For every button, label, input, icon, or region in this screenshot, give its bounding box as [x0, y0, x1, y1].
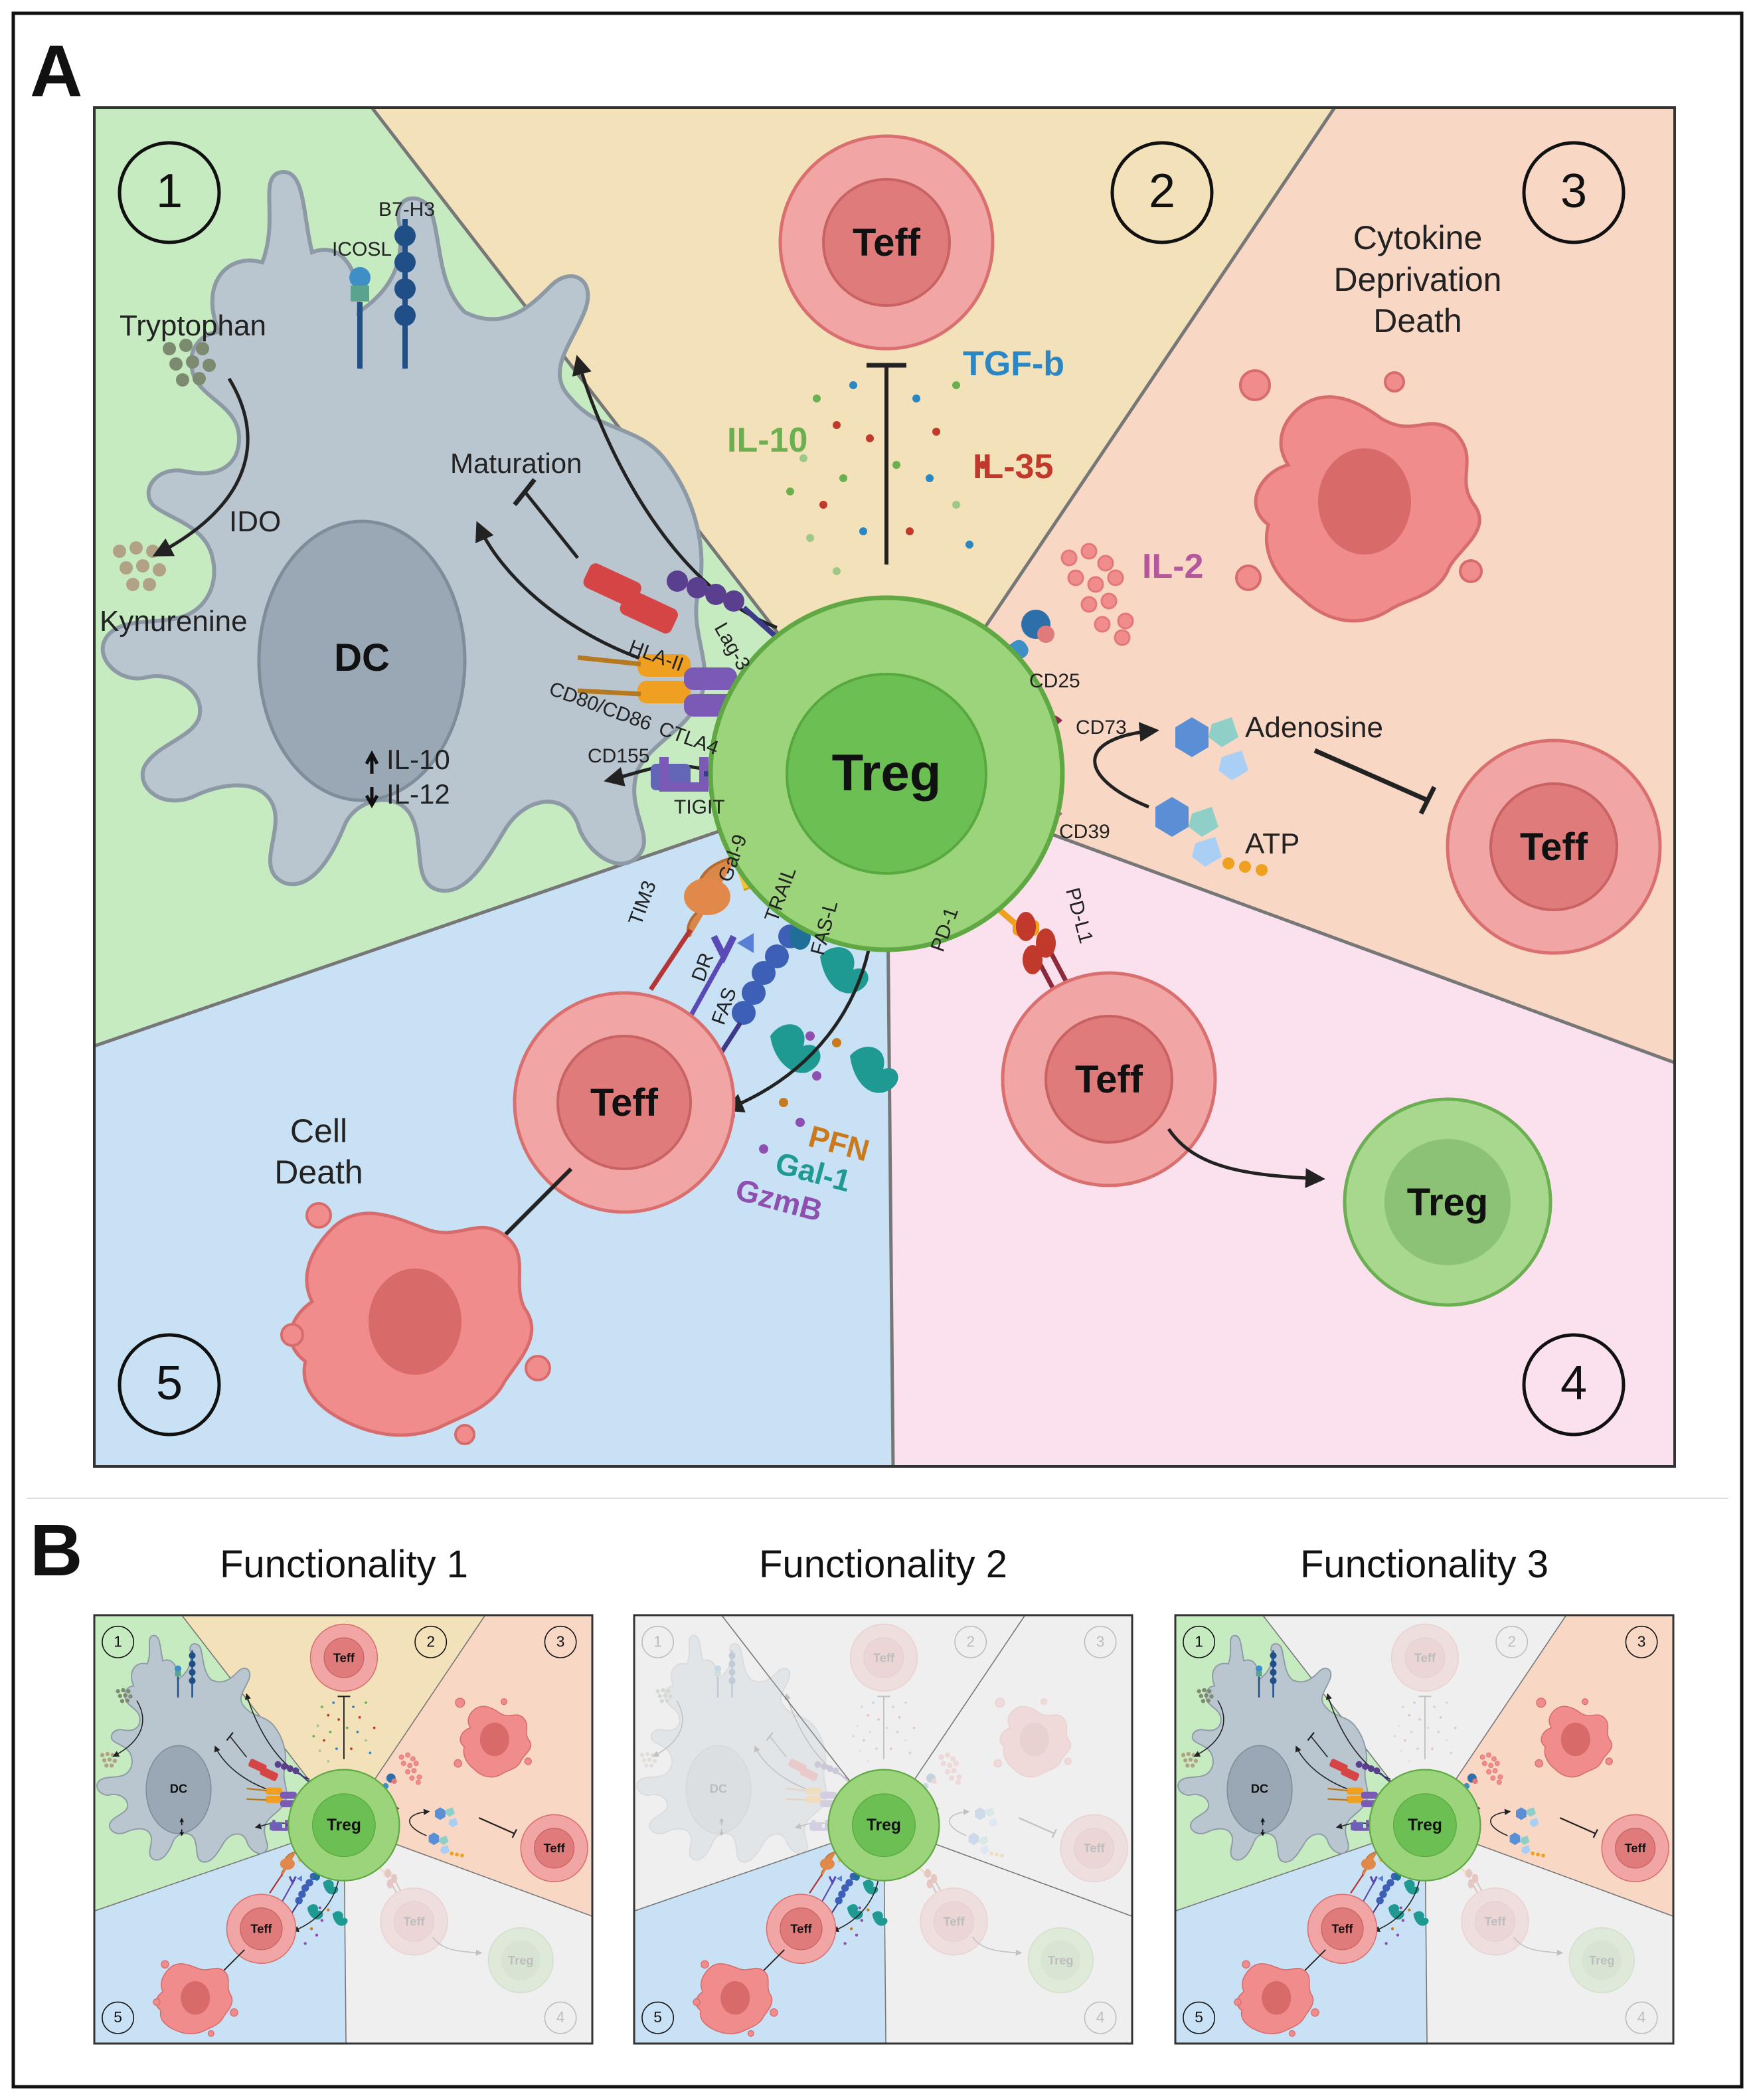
tigit-label: TIGIT	[674, 796, 725, 818]
cytokine-deprivation-title-1: Cytokine	[1353, 219, 1483, 256]
ido-label: IDO	[229, 505, 281, 538]
tryptophan-label: Tryptophan	[120, 309, 266, 342]
mini-sector-5-background	[634, 1825, 886, 2044]
cd73-label: CD73	[1076, 717, 1127, 739]
mini-panel-border	[1174, 1614, 1675, 2045]
mini-sector-2-background	[721, 1615, 1025, 1826]
functionality-2-title: Functionality 2	[759, 1543, 1007, 1586]
mini-panel-border	[633, 1614, 1133, 2045]
adenosine-label: Adenosine	[1245, 711, 1383, 744]
maturation-label: Maturation	[450, 448, 582, 479]
mini-panel-border	[93, 1614, 594, 2045]
panel-a-letter: A	[30, 31, 82, 112]
mini-sector-2-background	[1262, 1615, 1566, 1826]
il35-label: IL-35	[973, 448, 1053, 486]
functionality-3-title: Functionality 3	[1300, 1543, 1548, 1586]
tgfb-label: TGF-b	[963, 345, 1064, 383]
mini-treg-cell	[827, 1769, 940, 1881]
il12-dc-label: IL-12	[386, 778, 450, 810]
functionality-1-title: Functionality 1	[220, 1543, 468, 1586]
mini-treg-cell	[1369, 1769, 1481, 1881]
functionality-2-panel	[633, 1614, 1133, 2045]
kynurenine-label: Kynurenine	[100, 605, 248, 638]
atp-label: ATP	[1245, 828, 1299, 860]
cytokine-deprivation-title-2: Deprivation	[1334, 261, 1502, 298]
sector-2-background	[372, 108, 1335, 774]
panel-a: Tryptophan Kynurenine IDO ICOSL B7-H3 Ma…	[93, 106, 1676, 1468]
mini-sector-5-background	[94, 1825, 347, 2044]
il10-label: IL-10	[727, 421, 807, 460]
cell-death-title-2: Death	[274, 1154, 363, 1191]
cytokine-deprivation-title-3: Death	[1373, 302, 1462, 339]
cell-death-title-1: Cell	[290, 1112, 347, 1150]
sector-5-background	[94, 774, 893, 1466]
b7h3-label: B7-H3	[378, 199, 435, 220]
mini-treg-cell	[288, 1769, 400, 1881]
cd25-label: CD25	[1029, 670, 1080, 692]
icosl-label: ICOSL	[332, 238, 392, 260]
functionality-3-panel	[1174, 1614, 1675, 2045]
panel-b-letter: B	[30, 1510, 82, 1591]
mini-sector-5-background	[1175, 1825, 1428, 2044]
functionality-1-panel	[93, 1614, 594, 2045]
mini-sector-2-background	[181, 1615, 485, 1826]
cd155-label: CD155	[588, 745, 649, 767]
cd39-label: CD39	[1059, 821, 1110, 843]
il2-label: IL-2	[1142, 547, 1203, 586]
il10-dc-label: IL-10	[386, 744, 450, 775]
